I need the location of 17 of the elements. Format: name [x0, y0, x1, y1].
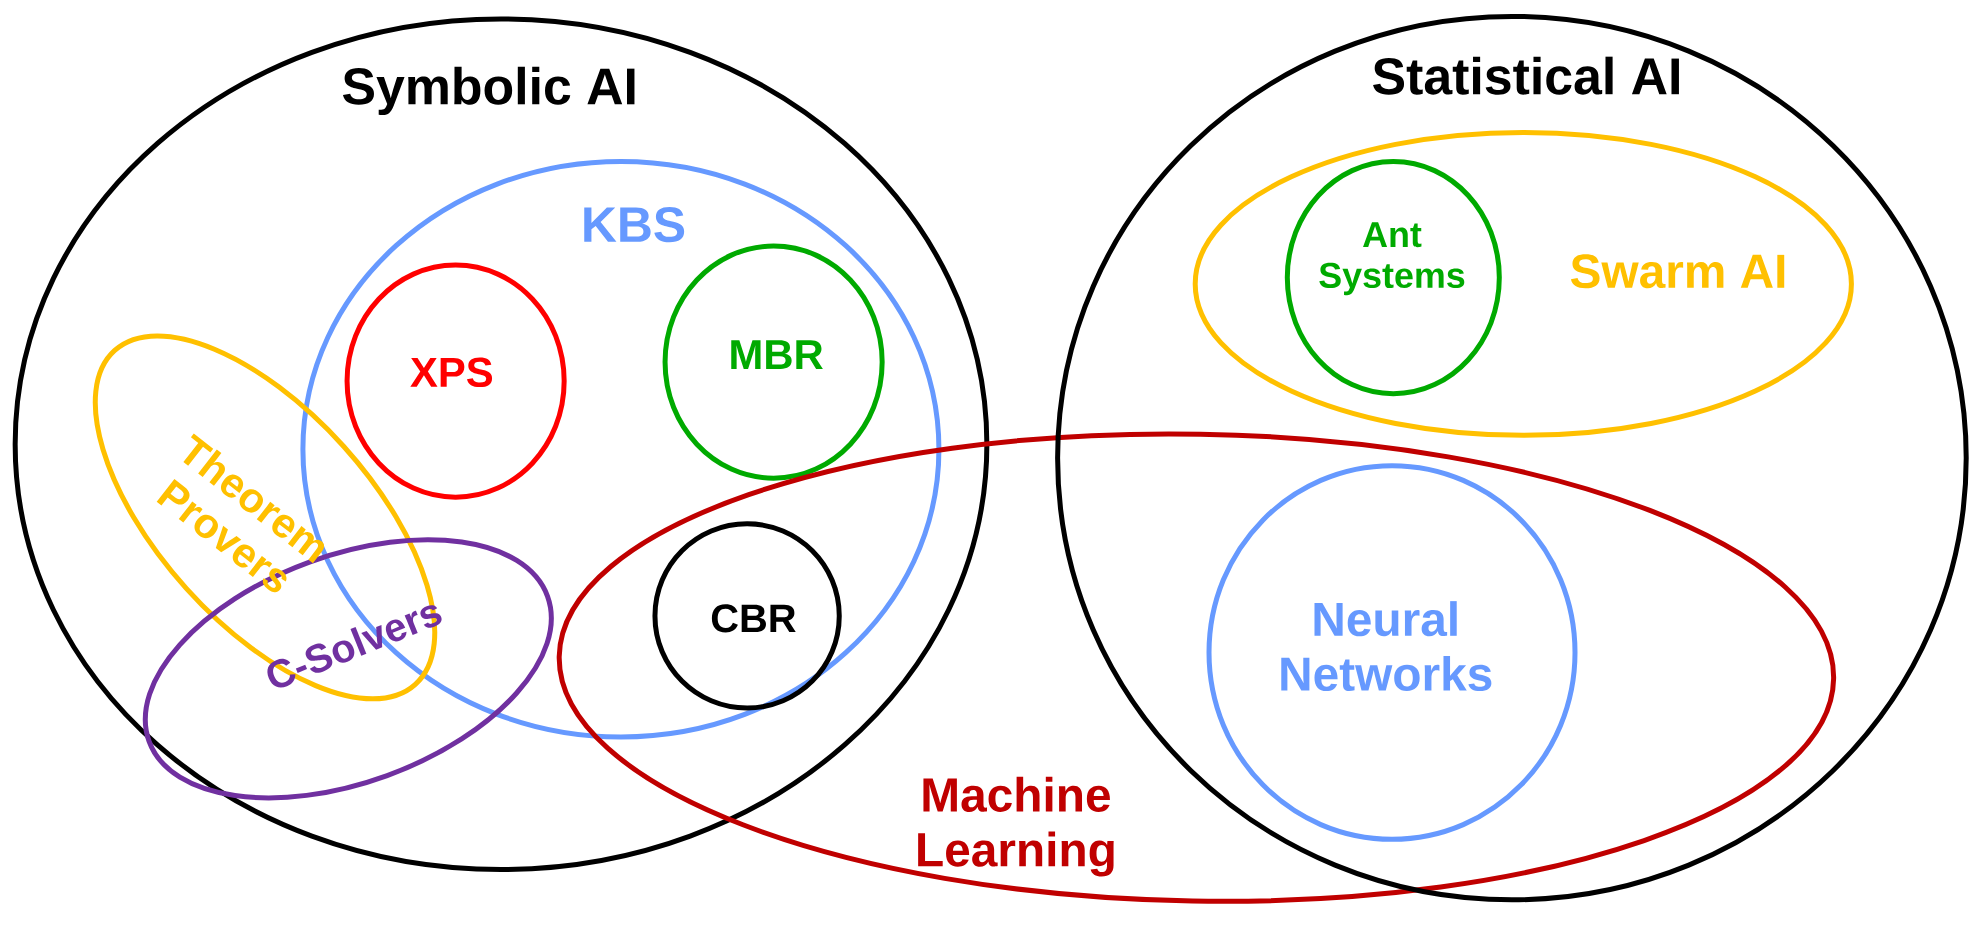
ellipse: [1192, 129, 1854, 438]
region-label: CBR: [711, 604, 796, 633]
ellipse: [662, 243, 885, 481]
region-label: MBR: [731, 340, 823, 369]
region-label: Ant Systems: [1319, 222, 1465, 296]
region-label: KBS: [584, 206, 685, 243]
ellipse: [652, 521, 842, 711]
region-label: Neural Networks: [1281, 601, 1492, 692]
ellipse: [556, 431, 1837, 904]
ellipse: [344, 262, 567, 500]
region-label: Swarm AI: [1570, 254, 1785, 289]
ellipse: [1284, 159, 1502, 397]
region-label: XPS: [410, 357, 493, 388]
region-label: Machine Learning: [918, 776, 1114, 877]
ellipse: [1206, 463, 1578, 842]
region-label: Statistical AI: [1373, 56, 1679, 95]
region-label: Symbolic AI: [342, 66, 635, 116]
